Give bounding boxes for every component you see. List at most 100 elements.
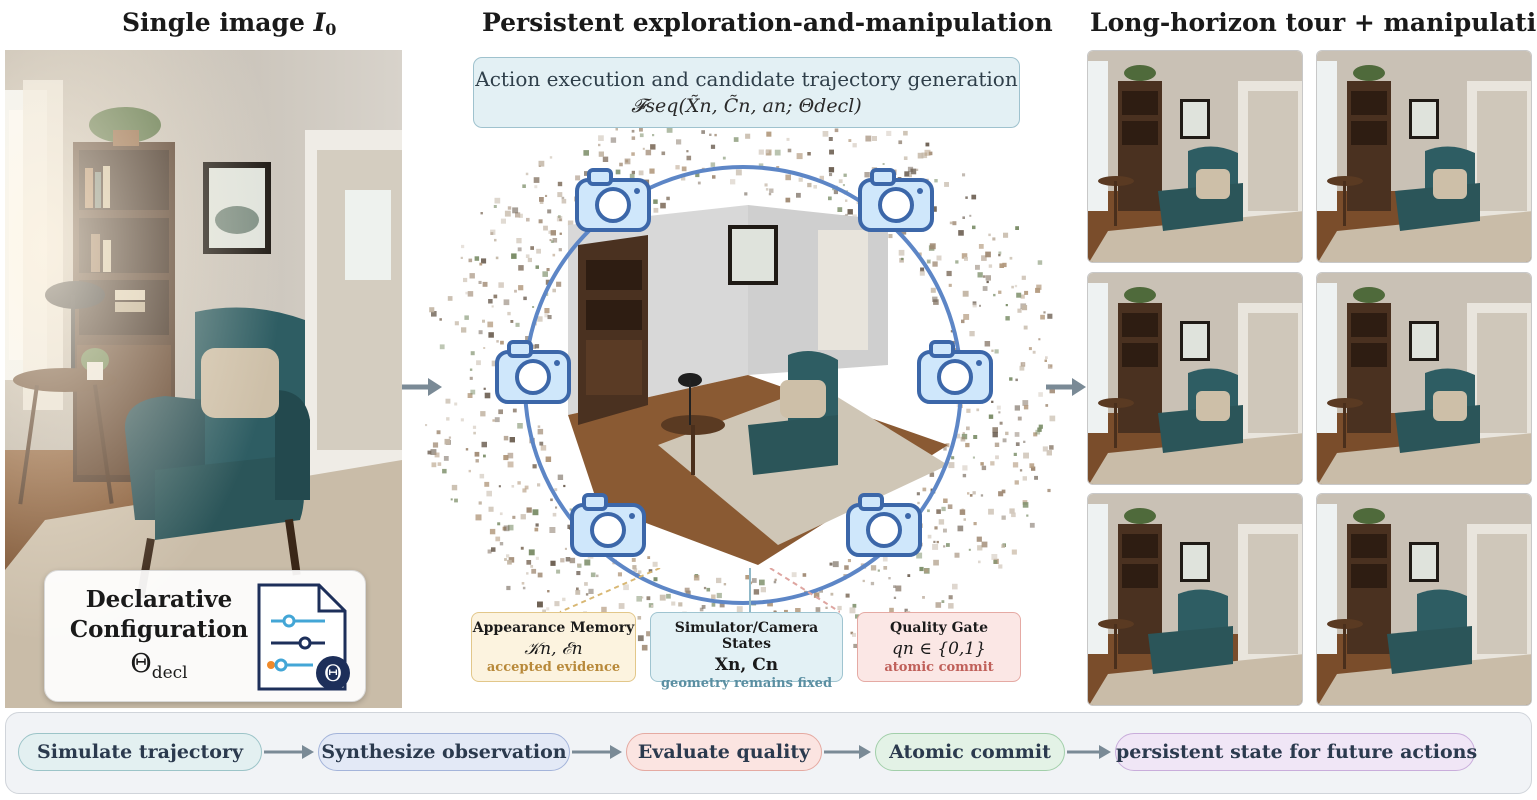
title-image-symbol: I [313,8,326,37]
point-cloud-particle [973,435,978,439]
quality-gate-title: Quality Gate [890,620,988,636]
point-cloud-particle [947,504,953,509]
point-cloud-particle [511,485,515,488]
point-cloud-particle [837,207,843,212]
action-execution-box: Action execution and candidate trajector… [473,57,1020,128]
point-cloud-particle [991,400,994,403]
point-cloud-particle [526,217,530,222]
point-cloud-particle [819,588,823,593]
point-cloud-particle [660,202,666,209]
point-cloud-particle [962,216,965,219]
point-cloud-particle [480,212,483,215]
point-cloud-particle [550,560,556,566]
point-cloud-particle [649,168,655,174]
point-cloud-particle [949,221,953,225]
point-cloud-particle [933,559,939,566]
point-cloud-particle [745,575,750,580]
point-cloud-particle [1009,377,1013,381]
memory-connectors [559,568,840,613]
point-cloud-particle [988,233,991,237]
point-cloud-particle [848,139,852,142]
point-cloud-particle [1044,359,1047,362]
point-cloud-particle [445,398,451,404]
point-cloud-particle [1047,364,1053,369]
point-cloud-particle [962,432,965,435]
point-cloud-particle [461,327,467,333]
point-cloud-particle [986,280,989,284]
frame-scene-svg [1317,494,1531,705]
point-cloud-particle [957,525,964,532]
point-cloud-particle [842,184,845,187]
point-cloud-particle [494,417,500,423]
frame-scene-svg [1088,273,1302,484]
point-cloud-particle [925,142,930,147]
point-cloud-particle [484,481,490,487]
point-cloud-particle [468,469,471,473]
point-cloud-particle [847,209,853,215]
point-cloud-particle [1045,404,1049,407]
point-cloud-particle [678,602,683,607]
camera-icon [858,168,934,232]
point-cloud-particle [439,318,442,321]
point-cloud-particle [560,558,565,563]
point-cloud-particle [512,515,516,519]
point-cloud-particle [446,417,450,421]
point-cloud-particle [759,579,765,586]
point-cloud-particle [531,568,537,574]
point-cloud-particle [631,170,635,175]
point-cloud-particle [1024,290,1029,295]
title-persistent-exploration: Persistent exploration-and-manipulation [482,8,1053,37]
point-cloud-particle [468,258,473,263]
point-cloud-particle [610,137,617,143]
pipeline-step-synthesize: Synthesize observation [318,733,570,771]
point-cloud-particle [883,566,888,570]
frame-scene-svg [1088,51,1302,262]
point-cloud-particle [1040,314,1045,320]
point-cloud-particle [498,485,501,488]
point-cloud-particle [845,593,850,598]
point-cloud-svg [425,127,1056,651]
point-cloud-particle [429,307,435,313]
point-cloud-particle [493,294,498,299]
point-cloud-particle [935,602,942,608]
point-cloud-particle [518,265,524,271]
point-cloud-particle [946,543,950,547]
point-cloud-particle [703,586,707,590]
point-cloud-particle [547,590,550,593]
point-cloud-particle [544,313,549,318]
point-cloud-particle [491,305,494,308]
point-cloud-particle [434,452,440,458]
pipeline-step-evaluate: Evaluate quality [626,733,822,771]
point-cloud-particle [952,221,957,226]
point-cloud-particle [813,592,820,598]
point-cloud-particle [537,601,543,608]
point-cloud-particle [518,285,524,291]
point-cloud-particle [1031,466,1036,471]
camera-icon [917,340,993,404]
point-cloud-particle [709,133,712,136]
point-cloud-particle [546,268,550,272]
point-cloud-particle [981,541,988,548]
point-cloud-particle [561,196,565,200]
point-cloud-particle [1002,262,1007,268]
point-cloud-particle [722,156,726,160]
point-cloud-particle [575,589,581,595]
point-cloud-particle [498,282,504,288]
point-cloud-particle [786,137,790,141]
pipeline-step-simulate: Simulate trajectory [18,733,262,771]
point-cloud-particle [972,225,976,230]
point-cloud-particle [736,606,743,613]
point-cloud-particle [534,527,539,532]
point-cloud-particle [503,435,509,441]
point-cloud-particle [482,281,488,287]
point-cloud-particle [1023,325,1028,330]
point-cloud-particle [503,299,510,306]
point-cloud-particle [1037,427,1042,432]
point-cloud-particle [1022,400,1029,406]
point-cloud-particle [598,135,604,141]
point-cloud-particle [639,127,643,132]
point-cloud-particle [564,547,567,550]
point-cloud-particle [569,557,576,564]
point-cloud-particle [527,257,532,263]
point-cloud-particle [504,210,511,217]
